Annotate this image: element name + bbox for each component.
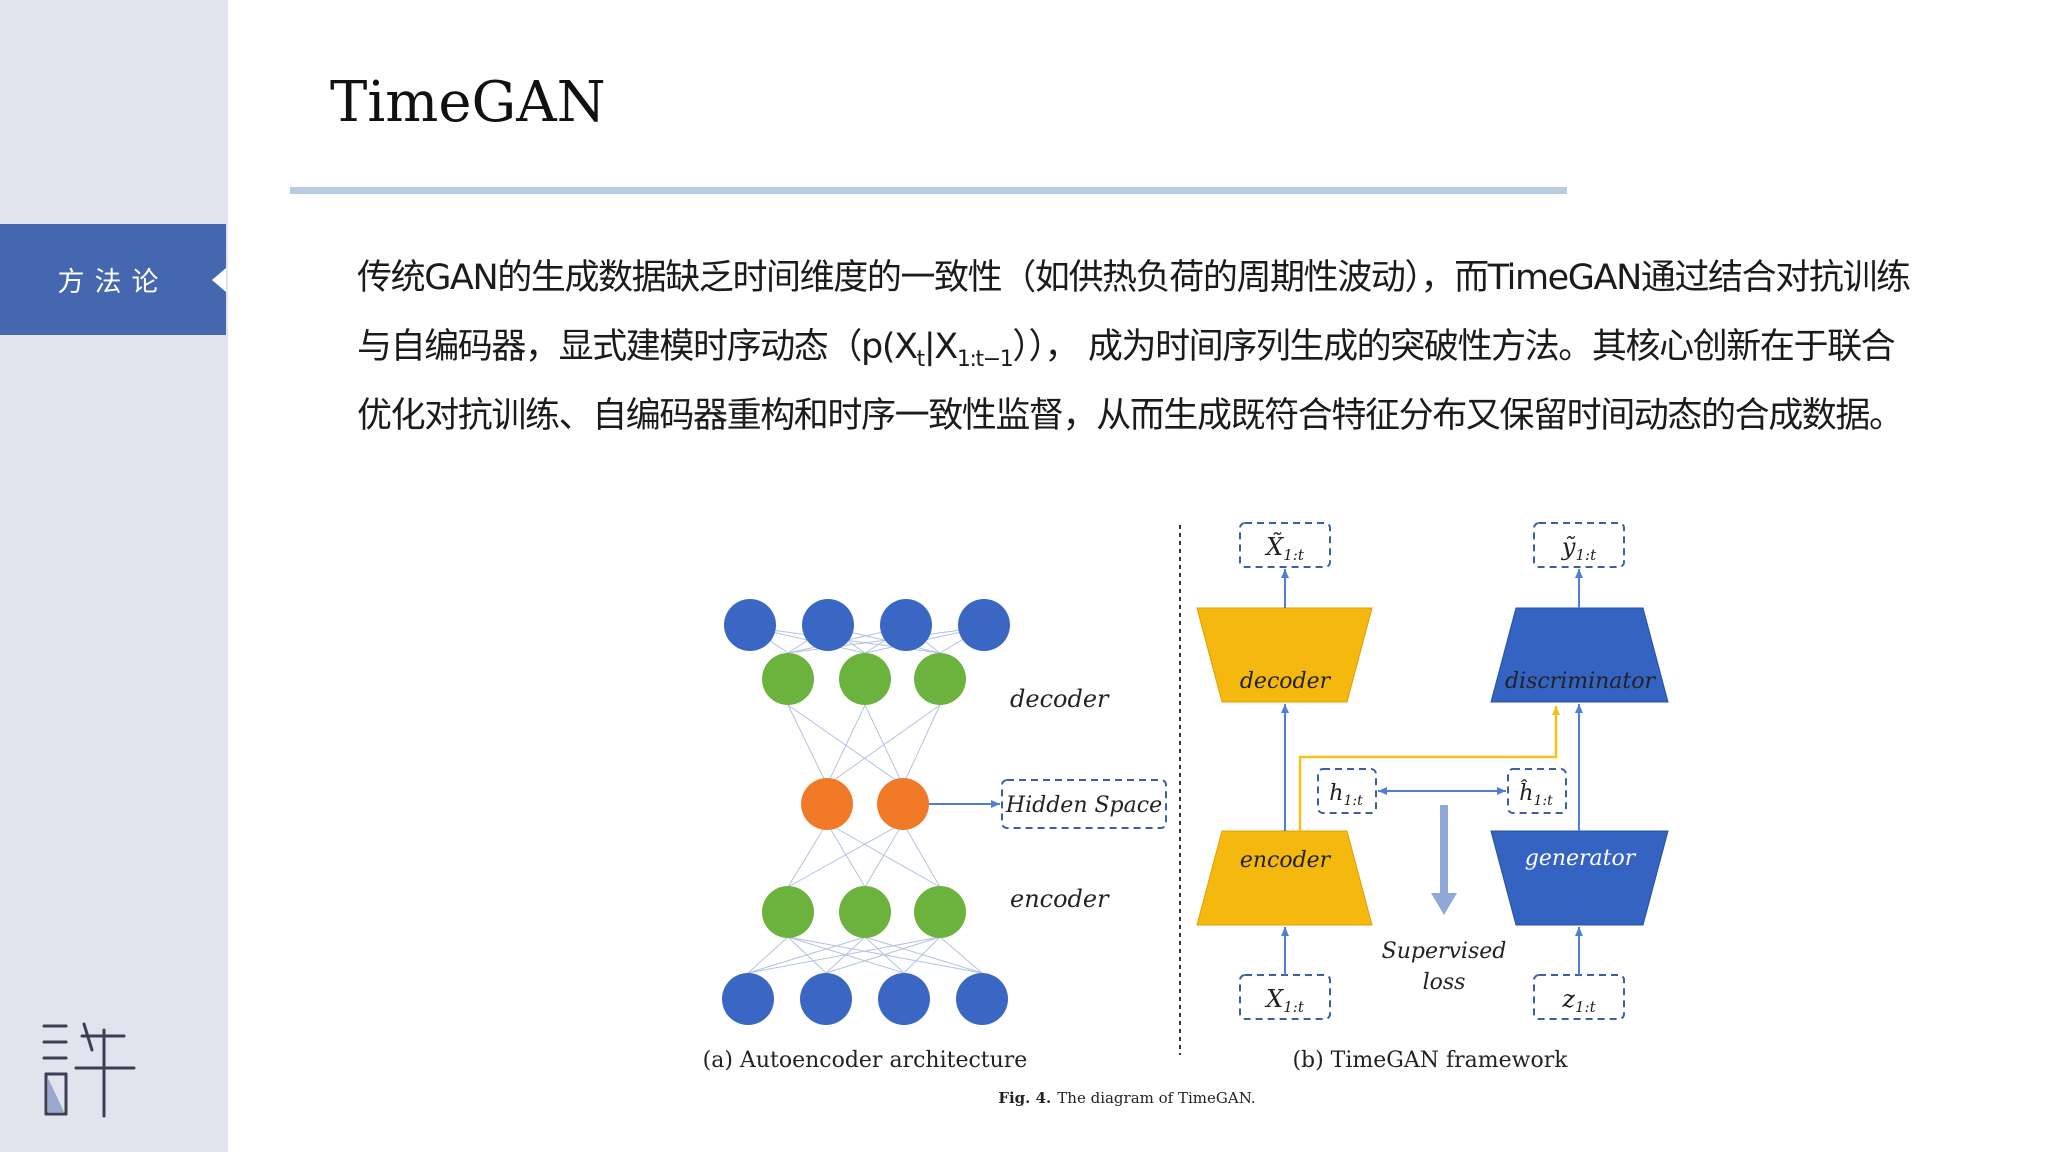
brand-logo-icon — [42, 1022, 136, 1118]
caption-b: (b) TimeGAN framework — [1292, 1048, 1568, 1073]
y-tilde-label: ỹ1:t — [1561, 533, 1597, 564]
section-tab-label: 方法论 — [57, 267, 169, 298]
input-layer-nodes — [722, 973, 1008, 1025]
node — [914, 653, 966, 705]
h-label: h1:t — [1329, 781, 1363, 809]
sidebar — [0, 0, 228, 1152]
supervised-label: Supervised — [1382, 939, 1507, 964]
node — [839, 886, 891, 938]
encoder-label: encoder — [1240, 848, 1332, 873]
decoder-hidden-nodes — [762, 653, 966, 705]
node — [839, 653, 891, 705]
node — [762, 653, 814, 705]
h-hat-label: ĥ1:t — [1519, 779, 1553, 809]
ae-encoder-label: encoder — [1010, 885, 1110, 913]
h-hat-box — [1507, 768, 1567, 814]
decoder-block — [1196, 607, 1373, 703]
node — [914, 886, 966, 938]
latent-nodes — [801, 778, 929, 830]
hidden-space-label: Hidden Space — [1005, 793, 1162, 818]
generator-block — [1490, 830, 1669, 926]
h-box — [1317, 768, 1377, 814]
figure-caption: Fig. 4.The diagram of TimeGAN. — [998, 1089, 1255, 1107]
node — [801, 778, 853, 830]
section-tab-methodology[interactable]: 方法论 — [0, 224, 226, 335]
x-tilde-label: X̃1:t — [1264, 533, 1305, 564]
node — [800, 973, 852, 1025]
hidden-space-box — [1001, 779, 1167, 829]
x-input-label: X1:t — [1264, 985, 1305, 1016]
output-layer-nodes — [724, 599, 1010, 651]
node — [877, 778, 929, 830]
node — [724, 599, 776, 651]
generator-label: generator — [1525, 846, 1637, 871]
body-text-part1: 传统GAN的生成数据缺乏时间维度的一致性（如供热负荷的周期性波动），而TimeG… — [357, 258, 1911, 367]
node — [880, 599, 932, 651]
node — [802, 599, 854, 651]
node — [878, 973, 930, 1025]
decoder-label: decoder — [1240, 669, 1332, 694]
title-divider — [290, 187, 1567, 194]
x-tilde-box — [1239, 522, 1331, 568]
body-subscript-t: t — [916, 347, 926, 372]
latent-to-discriminator-path — [1298, 706, 1560, 831]
timegan-diagram: decoder encoder Hidden Space (a) Autoenc… — [703, 522, 1669, 1107]
tab-pointer-icon — [212, 268, 226, 292]
y-tilde-box — [1533, 522, 1625, 568]
body-subscript-range: 1:t−1 — [956, 347, 1014, 372]
body-text-mid: |X — [923, 327, 958, 367]
body-text-part2: ））， 成为时间序列生成的突破性方法。其核心创新在于联合优化对抗训练、自编码器重… — [357, 327, 1904, 436]
encoder-hidden-nodes — [762, 886, 966, 938]
caption-a: (a) Autoencoder architecture — [703, 1048, 1028, 1073]
discriminator-label: discriminator — [1505, 669, 1657, 694]
encoder-block — [1196, 830, 1373, 926]
node — [956, 973, 1008, 1025]
node — [958, 599, 1010, 651]
body-paragraph: 传统GAN的生成数据缺乏时间维度的一致性（如供热负荷的周期性波动），而TimeG… — [357, 244, 1917, 451]
node — [762, 886, 814, 938]
loss-label: loss — [1423, 970, 1466, 995]
discriminator-block — [1490, 607, 1669, 703]
ae-decoder-label: decoder — [1010, 685, 1110, 713]
slide-title: TimeGAN — [330, 70, 606, 135]
supervised-loss-arrow — [1431, 805, 1457, 915]
flow-arrows — [1281, 569, 1583, 975]
node — [722, 973, 774, 1025]
z-input-label: z1:t — [1561, 985, 1596, 1016]
